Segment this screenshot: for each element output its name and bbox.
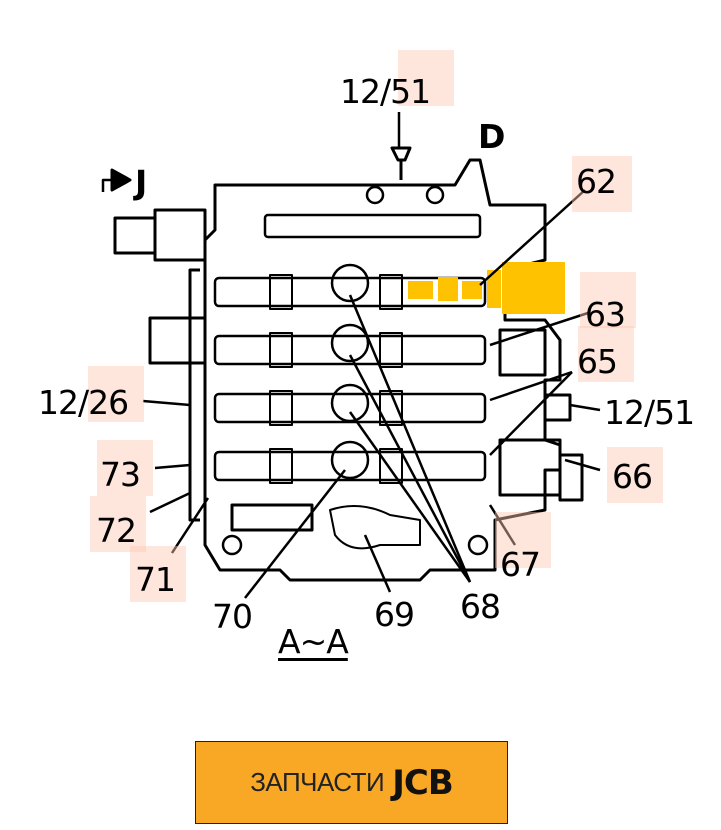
label-69: 69	[374, 595, 415, 634]
bottom-solenoid	[230, 503, 314, 532]
label-highlight-71	[130, 546, 186, 602]
check-valve-4	[330, 440, 370, 480]
label-63: 63	[585, 295, 626, 334]
label-12-26: 12/26	[38, 383, 129, 422]
label-highlight-12-51-top	[398, 50, 454, 106]
right-module-66	[498, 438, 562, 497]
label-highlight-65	[578, 326, 634, 382]
label-view-j: J	[135, 163, 147, 202]
label-highlight-72	[90, 496, 146, 552]
check-valve-2	[330, 323, 370, 363]
label-72: 72	[96, 511, 137, 550]
highlighted-part-62	[408, 262, 565, 314]
label-62: 62	[576, 162, 617, 201]
label-65: 65	[577, 342, 618, 381]
check-valve-1	[330, 263, 370, 303]
spool-3	[213, 392, 487, 424]
logo-brand: JCB	[392, 762, 454, 803]
zapchasti-jcb-logo: ЗАПЧАСТИ JCB	[195, 741, 508, 824]
logo-prefix: ЗАПЧАСТИ	[250, 767, 385, 797]
label-highlight-73	[97, 440, 153, 496]
spool-1	[213, 276, 487, 308]
label-73: 73	[100, 455, 141, 494]
label-highlight-66	[607, 447, 663, 503]
check-valve-3	[330, 383, 370, 423]
label-66: 66	[612, 457, 653, 496]
label-71: 71	[135, 560, 176, 599]
label-highlight-62	[572, 156, 632, 212]
label-highlight-12-26	[88, 366, 144, 422]
label-highlight-63	[580, 272, 636, 328]
label-12-51-top: 12/51	[340, 72, 431, 111]
label-67: 67	[500, 545, 541, 584]
label-view-d: D	[478, 117, 505, 156]
label-highlight-67	[495, 512, 551, 568]
left-connector	[113, 216, 157, 255]
label-12-51-right: 12/51	[604, 393, 695, 432]
label-70: 70	[212, 597, 253, 636]
label-68: 68	[460, 587, 501, 626]
spool-4	[213, 450, 487, 482]
section-label: A~A	[278, 622, 349, 661]
spool-2	[213, 334, 487, 366]
top-fitting	[390, 146, 412, 162]
right-module-65	[498, 328, 547, 377]
